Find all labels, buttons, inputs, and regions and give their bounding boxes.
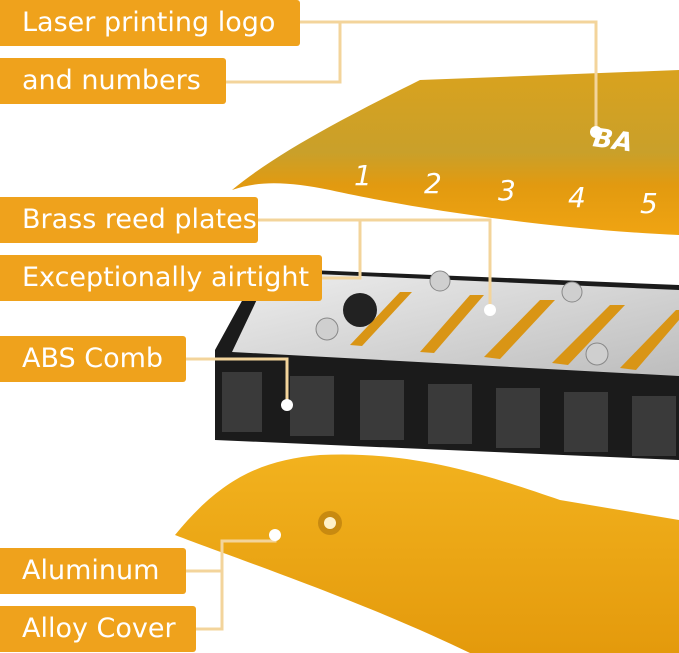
- label-brass-reed-plates: Brass reed plates: [0, 197, 258, 243]
- screws: [315, 270, 609, 366]
- label-aluminum: Aluminum: [0, 548, 186, 594]
- label-and-numbers: and numbers: [0, 58, 226, 104]
- label-alloy-cover: Alloy Cover: [0, 606, 196, 652]
- connector-lines: [186, 20, 598, 631]
- cover-number: 2: [424, 167, 442, 200]
- connector-dots: [269, 126, 602, 541]
- reed-slots: [350, 292, 679, 370]
- label-abs-comb: ABS Comb: [0, 336, 186, 382]
- cover-number: 1: [354, 159, 372, 192]
- label-laser-printing: Laser printing logo: [0, 0, 300, 46]
- label-airtight: Exceptionally airtight: [0, 255, 322, 301]
- comb-chambers: [222, 372, 676, 456]
- cover-number: 3: [498, 174, 516, 207]
- cover-number: 4: [568, 181, 586, 214]
- cover-numbers: 1 2 3 4 5: [354, 159, 658, 220]
- rubber-plug: [343, 293, 377, 327]
- top-cover: [232, 70, 679, 235]
- cover-number: 5: [640, 187, 658, 220]
- bottom-cover: [175, 454, 679, 653]
